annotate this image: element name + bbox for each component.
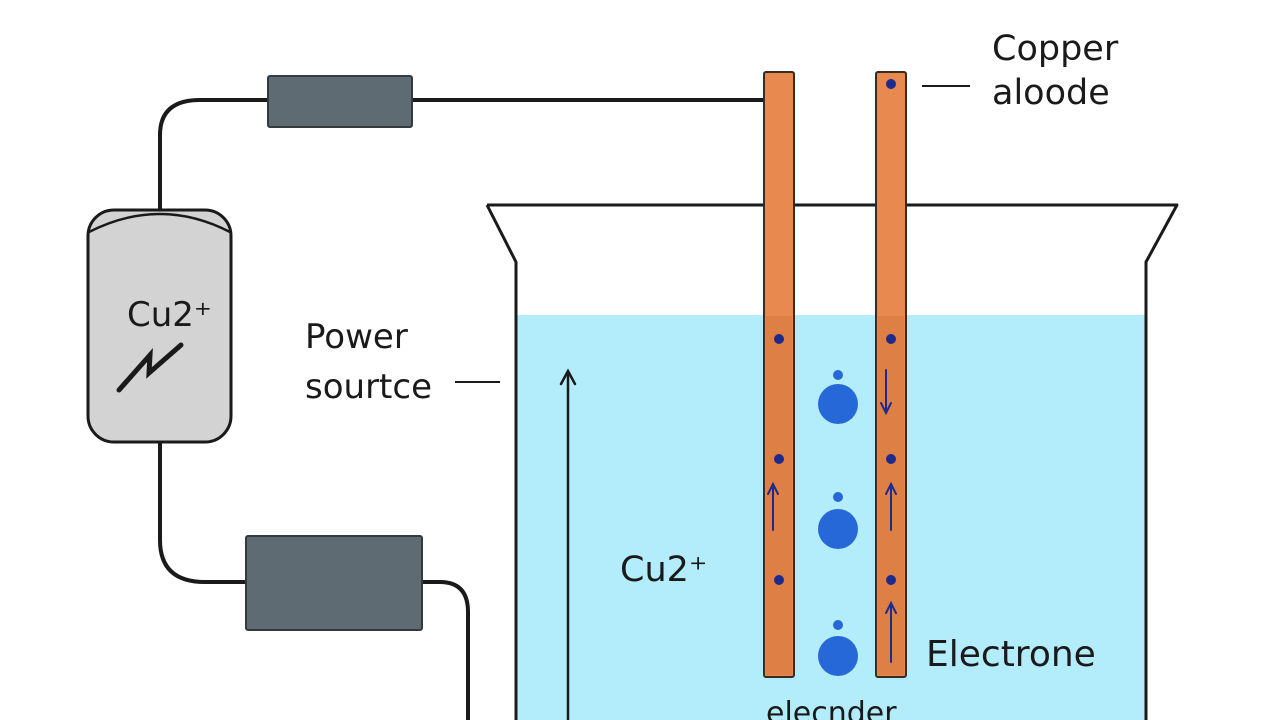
copper-ion: [818, 384, 858, 424]
top-connector: [267, 75, 413, 128]
bottom-connector: [245, 535, 423, 631]
electrode-dot: [774, 334, 784, 344]
electrone-label: Electrone: [926, 634, 1096, 675]
power-source-label: Power sourtce: [305, 312, 432, 413]
copper-ion: [818, 509, 858, 549]
solution-ion-label: Cu2⁺: [620, 550, 708, 590]
copper-anode-label-line2: aloode: [992, 72, 1110, 113]
copper-anode-label-line1: Copper: [992, 29, 1119, 69]
electrode-dot: [886, 454, 896, 464]
electrode-dot: [886, 334, 896, 344]
ion-flow-arrow-icon: [559, 368, 577, 720]
lightning-icon: [116, 342, 184, 393]
up-arrow-icon: [767, 481, 779, 531]
electrode-dot: [774, 575, 784, 585]
ion-marker: [833, 370, 843, 380]
ion-marker: [833, 492, 843, 502]
ion-marker: [833, 620, 843, 630]
copper-ions: [818, 370, 858, 676]
up-arrow-icon: [885, 600, 897, 663]
electrode-arrows: [767, 369, 897, 663]
electrode-dot: [886, 79, 896, 89]
top-wire: [158, 98, 766, 220]
bottom-electrode-label: elecnder: [766, 696, 897, 720]
power-source-label-line1: Power: [305, 317, 408, 357]
electrode-dots: [774, 79, 896, 585]
battery-ion-label: Cu2⁺: [127, 295, 212, 335]
beaker-outline: [485, 203, 1179, 720]
down-arrow-icon: [880, 369, 892, 416]
copper-anode-label: Copper aloode: [992, 28, 1118, 116]
electrode-dot: [886, 575, 896, 585]
left-electrode-submerged-shade: [766, 316, 792, 675]
up-arrow-icon: [885, 481, 897, 531]
bottom-wire: [158, 441, 470, 720]
electrode-dot: [774, 454, 784, 464]
copper-ion: [818, 636, 858, 676]
power-source-label-line2: sourtce: [305, 367, 432, 408]
